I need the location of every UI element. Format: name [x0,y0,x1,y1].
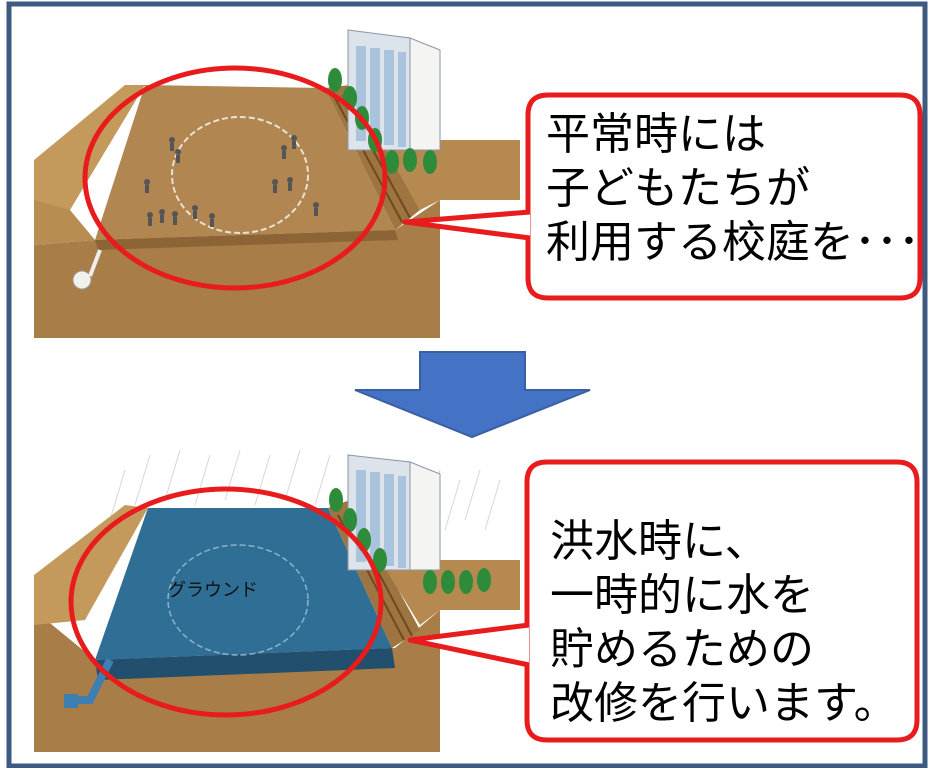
tree [477,568,491,592]
left-embankment-top [34,200,95,245]
drain-pipe-line [88,249,102,277]
tree [373,548,387,572]
children-figures [144,135,319,227]
callout-top-line: 平常時には [546,109,766,160]
highlight-ellipse-bottom [68,486,384,718]
tree [423,150,437,174]
callout-bottom-bubble [407,459,920,743]
down-arrow [354,351,591,439]
tree [385,150,399,174]
callout-top-line: 利用する校庭を･･･ [546,217,920,268]
tree [343,508,357,532]
tree [328,68,342,92]
callout-bottom-line: 洪水時に、 [550,516,769,567]
tree [329,488,343,512]
tree [403,148,417,172]
school-building [347,29,441,151]
callout-top-bubble [402,92,923,301]
tree [459,570,473,594]
left-embankment-flood [34,505,148,625]
ground-label: グラウンド [168,580,258,601]
running-track-submerged [167,544,309,656]
drain-pipe [72,270,92,290]
callout-bottom-line: 貯めるための [550,624,814,675]
tree [441,570,455,594]
field-front-edge [95,230,398,250]
school-building-flood [347,454,441,571]
callout-top-text: 平常時には 子どもたちが 利用する校庭を･･･ [546,108,920,270]
rain-streaks [109,449,501,531]
callout-top-line: 子どもたちが [546,163,810,214]
schoolyard-normal-illustration [34,29,520,338]
schoolyard-flood-illustration [34,449,520,752]
field-surface [95,85,395,240]
highlight-ellipse-top [82,65,388,291]
flood-water-front [95,648,395,680]
tree [423,570,437,594]
outflow-pipe-end [64,694,78,708]
callout-bottom-text: 洪水時に、 一時的に水を 貯めるための 改修を行います。 [550,515,898,731]
callout-bottom-line: 一時的に水を [550,570,814,621]
step-line [334,97,403,223]
running-track [171,116,309,234]
earth-block-front-flood [34,610,440,752]
callout-bottom-line: 改修を行います。 [550,678,898,729]
flood-water [95,508,392,660]
